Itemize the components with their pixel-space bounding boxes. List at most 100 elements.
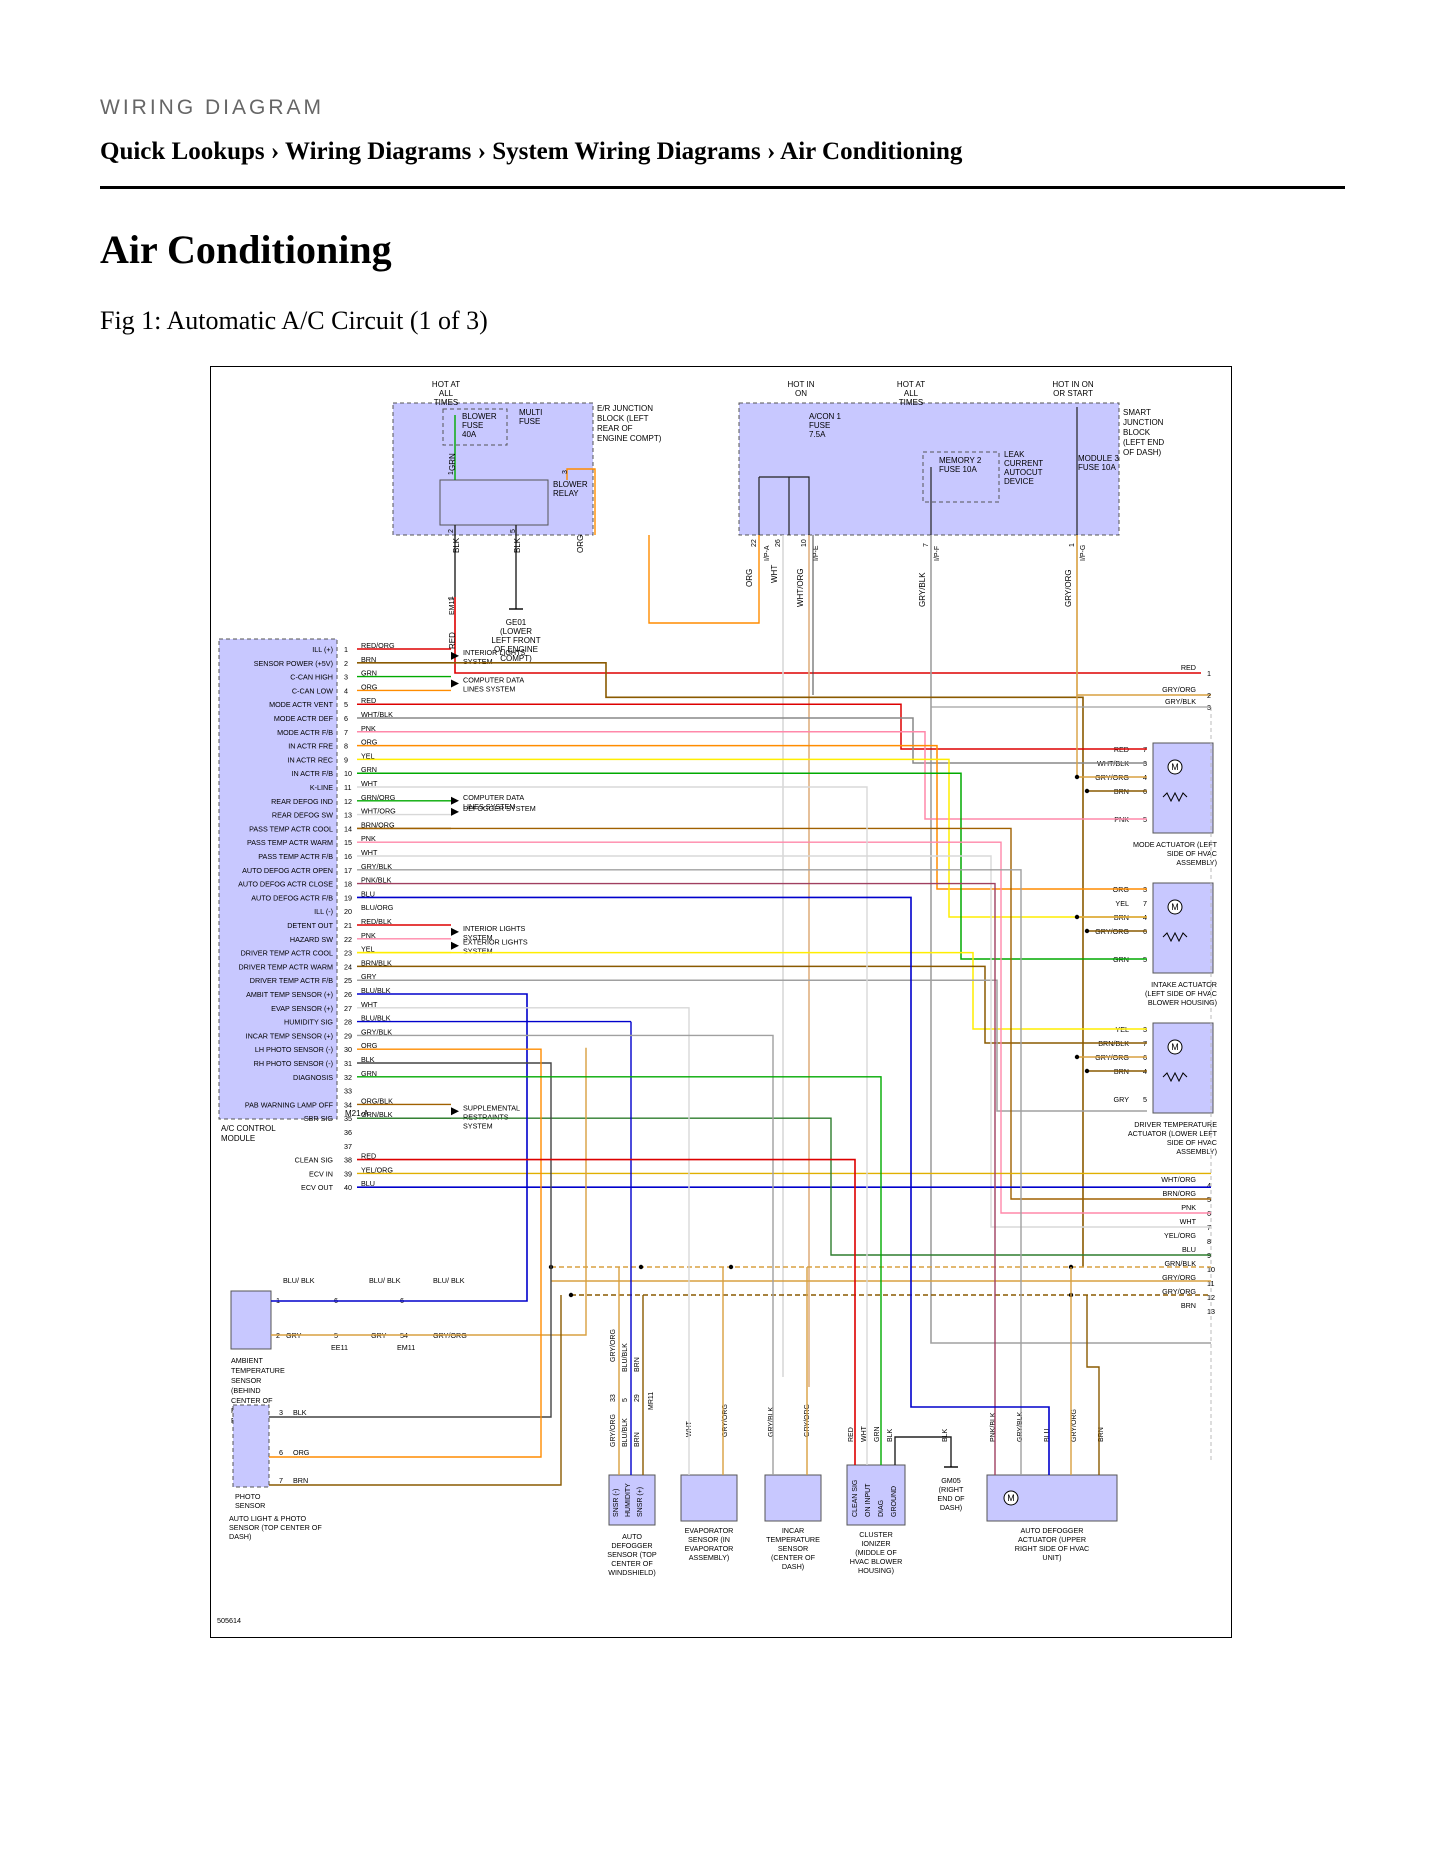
- module-pin-number: 28: [344, 1018, 352, 1027]
- module-pin-number: 15: [344, 838, 352, 847]
- diagram-label: ORG: [293, 1448, 310, 1457]
- module-pin-label: PASS TEMP ACTR WARM: [247, 838, 333, 847]
- diagram-label: REAR OF: [597, 424, 633, 433]
- wire-color-label: BLK: [361, 1055, 375, 1064]
- diagram-label: BRN: [1181, 1301, 1196, 1310]
- wire-color-label: YEL/ORG: [361, 1165, 393, 1174]
- blower-fuse-box: [442, 408, 508, 446]
- module-pin-number: 11: [344, 783, 351, 792]
- wire-color-label: ORG: [361, 1041, 378, 1050]
- diagram-label: SENSOR: [778, 1544, 808, 1553]
- module-pin-label: IN ACTR F/B: [291, 769, 333, 778]
- diagram-label: AUTO: [622, 1532, 642, 1541]
- wire-color-label: WHT: [361, 848, 378, 857]
- diagram-label: BLU: [1044, 1428, 1051, 1442]
- wire: [357, 1007, 690, 1475]
- module-pin-number: 34: [344, 1100, 352, 1109]
- diagram-label: HOT AT: [432, 380, 460, 389]
- module-pin-label: MODE ACTR VENT: [269, 700, 334, 709]
- diagram-label: YEL: [1115, 899, 1129, 908]
- diagram-label: GRN/BLK: [1164, 1259, 1196, 1268]
- ac-control-module: [218, 638, 338, 1120]
- reference-arrow: [451, 1107, 459, 1116]
- wire-color-label: WHT/ORG: [361, 807, 396, 816]
- wire-actuator: [357, 744, 1147, 890]
- diagram-label: SIDE OF HVAC: [1167, 1138, 1217, 1147]
- diagram-label: FUSE 10A: [1078, 463, 1116, 472]
- diagram-label: I/P-G: [1080, 545, 1087, 561]
- diagram-label: OF DASH): [1123, 448, 1162, 457]
- diagram-label: 4: [1207, 1181, 1211, 1190]
- diagram-label: ACTUATOR (UPPER: [1018, 1535, 1086, 1544]
- blower-relay-box: [439, 479, 549, 526]
- wire-color-label: BLU: [361, 1179, 375, 1188]
- module-pin-label: IN ACTR FRE: [288, 742, 333, 751]
- wire-color-label: GRN/BLK: [361, 1110, 393, 1119]
- diagram-label: HOT IN ON: [1052, 380, 1093, 389]
- module-pin-number: 33: [344, 1087, 352, 1096]
- splice-dot: [1074, 1054, 1080, 1060]
- page-title: Air Conditioning: [100, 227, 392, 272]
- diagram-label: SUPPLEMENTAL: [463, 1103, 520, 1112]
- diagram-label: YEL/ORG: [1164, 1231, 1196, 1240]
- module-pin-number: 38: [344, 1156, 352, 1165]
- wire-color-label: PNK: [361, 931, 376, 940]
- module-pin-number: 30: [344, 1045, 352, 1054]
- module-pin-label: MODE ACTR F/B: [277, 728, 333, 737]
- diagram-label: CENTER OF: [231, 1396, 273, 1405]
- wire-color-label: ORG: [361, 682, 378, 691]
- module-pin-label: AUTO DEFOG ACTR CLOSE: [238, 880, 333, 889]
- splice-dot: [568, 1292, 574, 1298]
- module-pin-number: 8: [344, 742, 348, 751]
- diagram-label: A/C CONTROL: [221, 1124, 276, 1133]
- diagram-label: ALL: [904, 389, 919, 398]
- wire-actuator: [357, 731, 1147, 820]
- diagram-label: SNSR (+): [637, 1487, 644, 1517]
- diagram-label: BRN/ORG: [1162, 1189, 1196, 1198]
- wire-color-label: GRN/ORG: [361, 793, 396, 802]
- module-pin-label: SENSOR POWER (+5V): [254, 659, 333, 668]
- module-pin-label: RH PHOTO SENSOR (-): [254, 1059, 333, 1068]
- diagram-label: 3: [562, 470, 569, 474]
- diagram-label: GRY/ORG: [610, 1329, 617, 1362]
- diagram-label: RED: [448, 632, 457, 649]
- diagram-label: FUSE 10A: [939, 465, 977, 474]
- breadcrumb[interactable]: Quick Lookups › Wiring Diagrams › System…: [100, 138, 963, 165]
- wiring-diagram-svg: HOT ATALLTIMESBLOWERFUSE40AMULTIFUSEE/R …: [217, 380, 1218, 1625]
- wire-actuator: [357, 717, 1147, 764]
- diagram-label: MULTI: [519, 408, 542, 417]
- diagram-label: (CENTER OF: [771, 1553, 816, 1562]
- wire-color-label: BRN/ORG: [361, 820, 395, 829]
- module-pin-number: 22: [344, 935, 352, 944]
- diagram-label: RIGHT SIDE OF HVAC: [1015, 1544, 1089, 1553]
- diagram-label: MEMORY 2: [939, 456, 982, 465]
- wire-color-label: WHT/BLK: [361, 710, 393, 719]
- diagram-label: LEAK: [1004, 450, 1025, 459]
- wire-sensor-power: [357, 661, 1084, 1267]
- wire-actuator: [357, 965, 1147, 1044]
- diagram-label: SENSOR (TOP CENTER OF: [229, 1523, 322, 1532]
- diagram-label: GE01: [506, 618, 527, 627]
- module-pin-number: 5: [344, 700, 348, 709]
- wire-org: [269, 1048, 542, 1458]
- diagram-label: 2: [448, 529, 455, 533]
- diagram-label: MODE ACTUATOR (LEFT: [1133, 840, 1218, 849]
- module-pin-label: DRIVER TEMP ACTR F/B: [250, 976, 333, 985]
- diagram-label: OR START: [1053, 389, 1093, 398]
- section-kicker: WIRING DIAGRAM: [100, 96, 324, 119]
- driver-temp-actuator: [1152, 1022, 1214, 1114]
- module-pin-number: 27: [344, 1004, 352, 1013]
- figure-caption: Fig 1: Automatic A/C Circuit (1 of 3): [100, 306, 488, 335]
- wire-color-label: ORG: [361, 738, 378, 747]
- module-pin-label: IN ACTR REC: [287, 755, 333, 764]
- diagram-label: LEFT FRONT: [491, 636, 540, 645]
- diagram-label: I/P-A: [764, 545, 771, 561]
- diagram-label: WHT: [861, 1425, 868, 1442]
- splice-dot: [1074, 774, 1080, 780]
- splice-dot: [1084, 1068, 1090, 1074]
- diagram-label: HVAC BLOWER: [850, 1557, 903, 1566]
- module-pin-number: 4: [344, 686, 348, 695]
- diagram-label: WHT/ORG: [796, 568, 805, 607]
- wire-color-label: GRY: [361, 972, 377, 981]
- diagram-label: CLEAN SIG: [852, 1480, 859, 1517]
